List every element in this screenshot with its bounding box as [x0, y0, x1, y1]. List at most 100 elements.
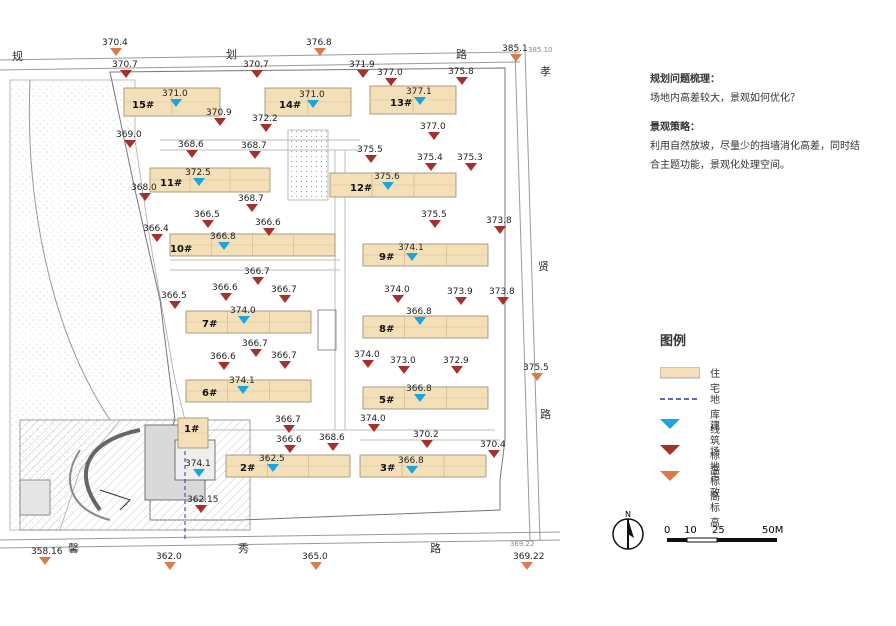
site-elevation: 374.0: [384, 285, 410, 303]
site-elevation-icon: [455, 297, 467, 305]
notes-panel: 规划问题梳理： 场地内高差较大，景观如何优化？ 景观策略： 利用自然放坡，尽量少…: [650, 70, 890, 175]
road-name-north: 规: [12, 49, 23, 63]
site-elevation: 373.9: [447, 287, 473, 305]
site-elevation-icon: [186, 150, 198, 158]
site-elevation-icon: [279, 361, 291, 369]
site-elevation: 366.6: [210, 352, 236, 370]
site-elevation: 373.8: [489, 287, 515, 305]
building-label: 15#: [132, 100, 154, 111]
site-elevation-icon: [392, 295, 404, 303]
building-b8[interactable]: 8#: [362, 315, 489, 339]
municipal-elevation-icon: [310, 562, 322, 570]
buildings-layer: 15# 14# 13# 11# 12# 10# 9# 7# 8# 6# 5# 1# 2# 3#: [123, 85, 489, 478]
elevation-value: 366.8: [398, 456, 424, 466]
site-elevation: 366.7: [271, 285, 297, 303]
elevation-value: 375.6: [374, 172, 400, 182]
building-elevation-icon: [406, 466, 418, 474]
legend-item-municipal-elevation: 市政标高: [660, 467, 720, 529]
building-b12[interactable]: 12#: [329, 172, 457, 198]
elevation-value: 370.2: [413, 430, 439, 440]
road-name-north: 路: [456, 48, 467, 61]
site-elevation-icon: [425, 163, 437, 171]
scale-bar-seg-3: [717, 538, 777, 542]
building-elevation: 374.1: [185, 459, 211, 477]
site-elevation: 373.8: [486, 216, 512, 234]
site-elevation: 377.0: [420, 122, 446, 140]
legend-item-building-elevation: 建筑标高: [660, 415, 720, 477]
elevation-value: 374.1: [185, 459, 211, 469]
elevation-value: 374.1: [398, 243, 424, 253]
site-elevation-icon: [263, 228, 275, 236]
site-elevation-icon: [456, 77, 468, 85]
elevation-value: 366.7: [242, 339, 268, 349]
road-name-south: 馨: [68, 541, 79, 555]
elevation-value: 370.9: [206, 108, 232, 118]
site-elevation-icon: [250, 349, 262, 357]
elevation-value: 366.5: [161, 291, 187, 301]
site-elevation-icon: [151, 234, 163, 242]
site-elevation-icon: [327, 443, 339, 451]
building-label: 11#: [160, 178, 182, 189]
site-elevation: 375.8: [448, 67, 474, 85]
north-label: N: [625, 510, 631, 519]
municipal-elevation: 362.0: [156, 552, 182, 570]
elevation-value: 366.6: [276, 435, 302, 445]
building-b13[interactable]: 13#: [369, 85, 457, 115]
elevation-value: 377.0: [420, 122, 446, 132]
elevation-value: 374.0: [384, 285, 410, 295]
building-label: 10#: [170, 244, 192, 255]
elevation-value: 372.9: [443, 356, 469, 366]
building-b10[interactable]: 10#: [169, 233, 336, 257]
legend-label: 地库线: [710, 395, 720, 436]
scale-label: 0: [664, 525, 670, 536]
municipal-elevation: 385.1: [502, 44, 528, 62]
building-b14[interactable]: 14#: [264, 87, 352, 117]
building-elevation: 371.0: [162, 89, 188, 107]
building-label: 6#: [202, 388, 217, 399]
strategy-title: 景观策略：: [650, 122, 700, 133]
road-names: 规划路孝贤路馨秀路385.10369.22: [12, 46, 553, 555]
legend-label: 住宅: [710, 369, 720, 395]
elevation-value: 362.5: [259, 454, 285, 464]
site-elevation-icon: [249, 151, 261, 159]
problem-text: 场地内高差较大，景观如何优化？: [650, 93, 800, 104]
building-label: 2#: [240, 463, 255, 474]
building-elevation-icon: [307, 100, 319, 108]
elevation-value: 385.1: [502, 44, 528, 54]
site-elevation-icon: [429, 220, 441, 228]
building-b1[interactable]: 1#: [177, 417, 209, 449]
building-b6[interactable]: 6#: [185, 379, 312, 403]
site-elevation: 366.7: [242, 339, 268, 357]
elevation-value: 374.1: [229, 376, 255, 386]
site-elevation-icon: [260, 124, 272, 132]
municipal-elevation: 375.5: [523, 363, 549, 381]
legend-item-residential: 住宅: [660, 363, 720, 395]
site-elevation-icon: [283, 425, 295, 433]
elevation-value: 373.0: [390, 356, 416, 366]
elevation-value: 375.5: [421, 210, 447, 220]
building-elevation-icon: [218, 242, 230, 250]
site-elevation: 370.2: [413, 430, 439, 448]
road-name-north: 划: [226, 48, 237, 61]
elevation-value: 370.7: [112, 60, 138, 70]
legend-item-basement: 地库线: [660, 389, 720, 436]
building-elevation-icon: [414, 394, 426, 402]
building-b2[interactable]: 2#: [225, 454, 351, 478]
scale-label: 25: [712, 525, 725, 536]
site-elevation-icon: [120, 70, 132, 78]
elevation-value: 366.8: [406, 307, 432, 317]
site-elevation: 366.4: [143, 224, 169, 242]
building-b15[interactable]: 15#: [123, 87, 221, 117]
building-b5[interactable]: 5#: [362, 386, 489, 410]
site-elevation: 366.7: [275, 415, 301, 433]
building-b7[interactable]: 7#: [185, 310, 312, 334]
elevation-value: 374.0: [354, 350, 380, 360]
building-b3[interactable]: 3#: [359, 454, 487, 478]
building-b9[interactable]: 9#: [362, 243, 489, 267]
building-b11[interactable]: 11#: [149, 167, 271, 193]
scale-bar-seg-1: [667, 538, 687, 542]
scale-label: 10: [684, 525, 697, 536]
elevation-value: 366.6: [255, 218, 281, 228]
site-elevation: 372.9: [443, 356, 469, 374]
building-elevation: 366.8: [406, 307, 432, 325]
